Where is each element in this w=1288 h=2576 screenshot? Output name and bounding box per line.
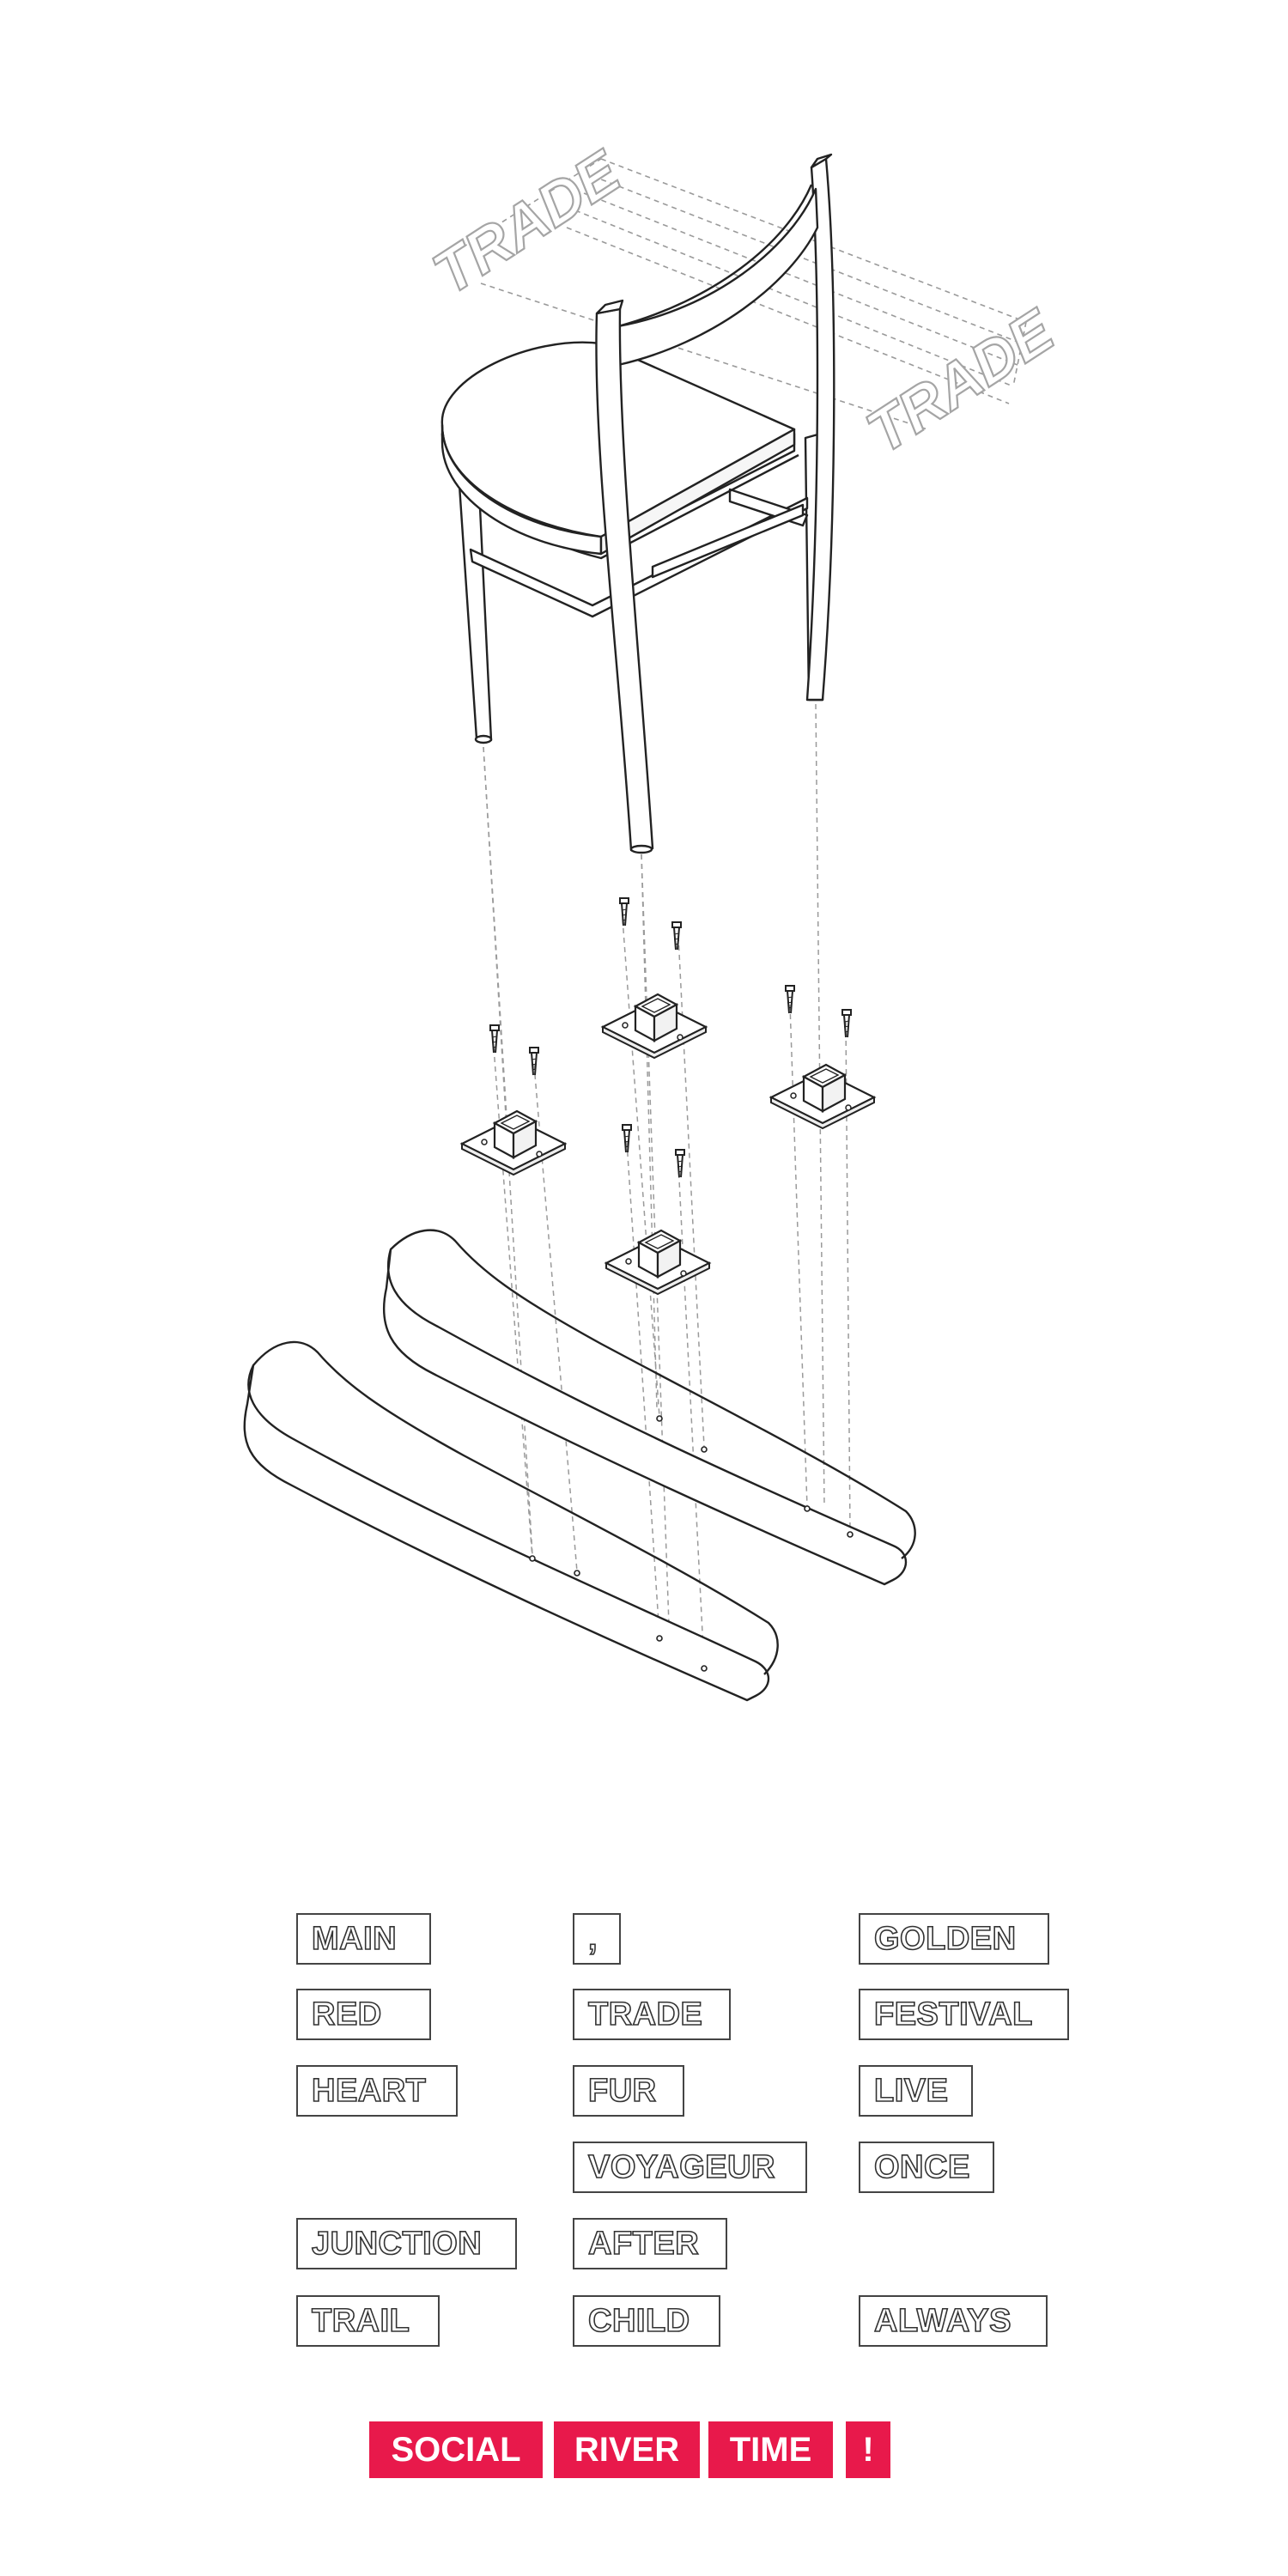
word-box-trade: TRADE xyxy=(573,1989,731,2040)
word-box-golden: GOLDEN xyxy=(859,1913,1049,1965)
word-box-always: ALWAYS xyxy=(859,2295,1048,2347)
trade-label-left: TRADE xyxy=(422,137,634,307)
word-box-heart: HEART xyxy=(296,2065,458,2117)
slogan-word-river: RIVER xyxy=(554,2421,700,2478)
slogan-exclamation: ! xyxy=(846,2421,890,2478)
trade-grid-lines xyxy=(446,158,1027,430)
exploded-chair-ski-illustration: TRADE TRADE xyxy=(243,136,1067,1702)
chair xyxy=(440,153,835,854)
word-box-comma: , xyxy=(573,1913,621,1965)
word-box-after: AFTER xyxy=(573,2218,727,2269)
ski-holes xyxy=(529,1415,854,1672)
slogan-word-time: TIME xyxy=(708,2421,833,2478)
word-box-festival: FESTIVAL xyxy=(859,1989,1069,2040)
skis xyxy=(243,1229,916,1702)
word-box-junction: JUNCTION xyxy=(296,2218,517,2269)
word-box-voyageur: VOYAGEUR xyxy=(573,2142,807,2193)
trade-label-right: TRADE xyxy=(855,296,1067,466)
word-box-once: ONCE xyxy=(859,2142,994,2193)
word-box-live: LIVE xyxy=(859,2065,973,2117)
word-box-fur: FUR xyxy=(573,2065,684,2117)
word-box-main: MAIN xyxy=(296,1913,431,1965)
word-box-red: RED xyxy=(296,1989,431,2040)
slogan-word-social: SOCIAL xyxy=(369,2421,543,2478)
word-box-trail: TRAIL xyxy=(296,2295,440,2347)
word-box-child: CHILD xyxy=(573,2295,720,2347)
